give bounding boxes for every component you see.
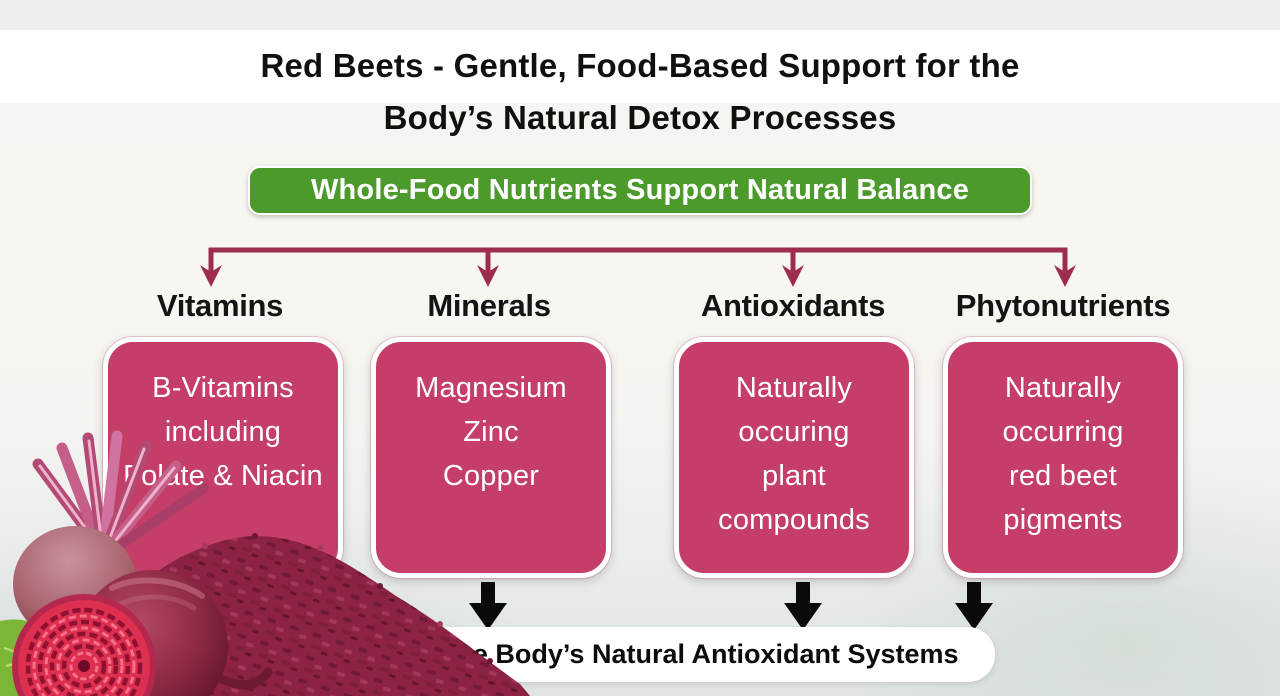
- subtitle-banner: Whole-Food Nutrients Support Natural Bal…: [248, 166, 1032, 215]
- minerals-box: Magnesium Zinc Copper: [371, 337, 611, 578]
- antioxidants-box-line: compounds: [718, 504, 870, 536]
- page-title-line2: Body’s Natural Detox Processes: [383, 99, 897, 136]
- antioxidants-box: Naturally occuring plant compounds: [674, 337, 914, 578]
- phytonutrients-box-line: pigments: [1003, 504, 1123, 536]
- page-title-line1: Red Beets - Gentle, Food-Based Support f…: [260, 47, 1020, 84]
- down-arrow-icon: [955, 582, 993, 630]
- antioxidants-box-line: plant: [762, 460, 826, 492]
- down-arrow-icon: [469, 582, 507, 630]
- subtitle-banner-label: Whole-Food Nutrients Support Natural Bal…: [310, 174, 970, 206]
- phytonutrients-box: Naturally occurring red beet pigments: [943, 337, 1183, 578]
- vitamins-box-line: B-Vitamins: [152, 372, 294, 404]
- minerals-box-line: Copper: [442, 460, 540, 492]
- halved-beet: [12, 594, 156, 696]
- vitamins-box-line: including: [164, 416, 282, 448]
- column-header-minerals: Minerals: [427, 288, 551, 323]
- arrowhead-icon: [477, 265, 499, 287]
- title-background-band: [0, 30, 1280, 103]
- phytonutrients-box-line: occurring: [1002, 416, 1124, 448]
- phytonutrients-box-line: Naturally: [1004, 372, 1122, 404]
- minerals-box-line: Zinc: [463, 416, 519, 448]
- vitamins-box: B-Vitamins including Folate & Niacin: [103, 337, 343, 578]
- arrowhead-icon: [200, 265, 222, 287]
- beet-collage-image: [0, 430, 530, 696]
- column-header-vitamins: Vitamins: [156, 288, 284, 323]
- minerals-box-line: Magnesium: [415, 372, 567, 404]
- antioxidants-box-line: occuring: [738, 416, 850, 448]
- column-header-antioxidants: Antioxidants: [700, 288, 886, 323]
- arrowhead-icon: [782, 265, 804, 287]
- phytonutrients-box-line: red beet: [1008, 460, 1117, 492]
- column-header-phytonutrients: Phytonutrients: [955, 288, 1171, 323]
- arrowhead-icon: [1054, 265, 1076, 287]
- down-arrow-icon: [784, 582, 822, 630]
- page-title: Red Beets - Gentle, Food-Based Support f…: [0, 40, 1280, 144]
- antioxidants-box-line: Naturally: [735, 372, 853, 404]
- flow-connector: [200, 247, 1076, 287]
